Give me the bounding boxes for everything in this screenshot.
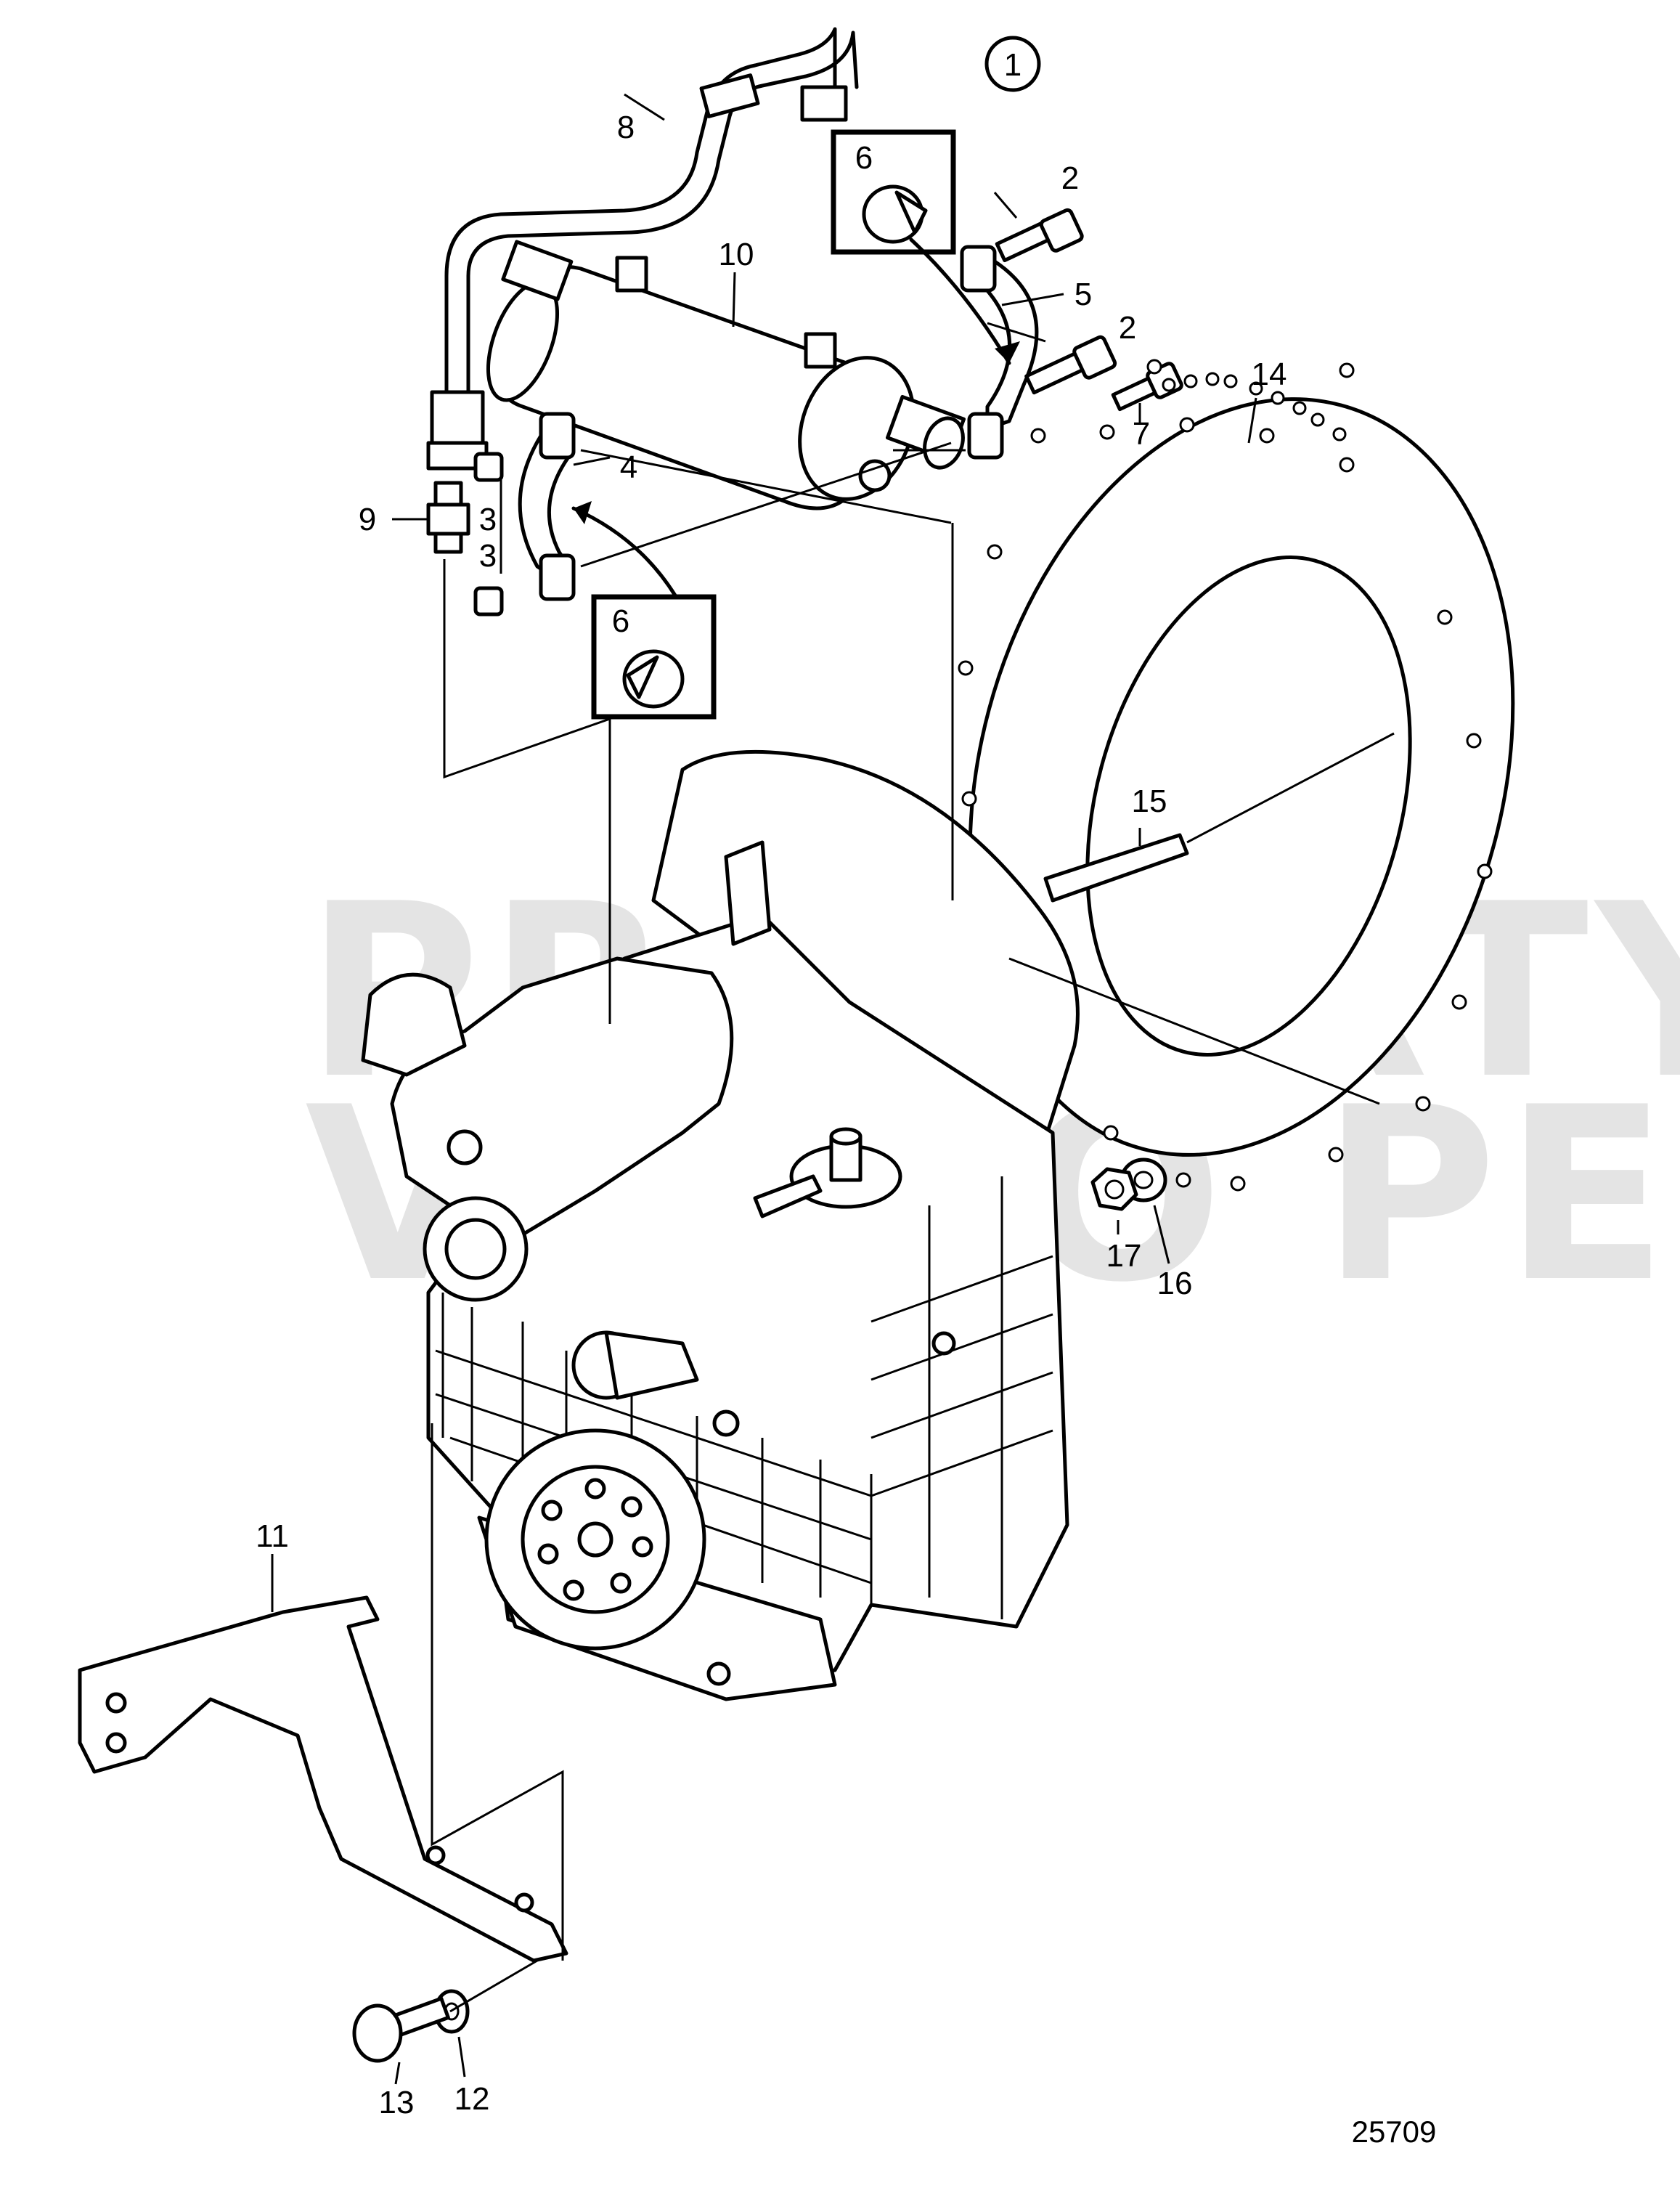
bolt-part-13 <box>352 1996 450 2063</box>
callout-3-lower: 3 <box>479 538 497 574</box>
stud-part-15 <box>1043 732 1395 903</box>
callout-14: 14 <box>1252 357 1287 392</box>
nut-part-17 <box>1090 1167 1138 1211</box>
callout-9: 9 <box>359 502 376 537</box>
oil-pipe-part-8 <box>426 27 859 471</box>
callout-8: 8 <box>617 110 635 145</box>
sealant-detail-box-lower <box>571 501 717 720</box>
view-number-badge: 1 <box>984 36 1041 92</box>
callout-16: 16 <box>1157 1266 1193 1301</box>
callout-6-upper: 6 <box>855 140 873 176</box>
reverse-gearbox-assembly <box>361 749 1080 1701</box>
clamp-part-5 <box>960 245 1039 460</box>
callout-3-upper: 3 <box>479 502 497 537</box>
nipple-part-9 <box>392 481 470 554</box>
callout-labels: 2 2 3 3 4 5 6 6 7 8 9 10 11 12 13 14 15 … <box>256 110 1286 2120</box>
callout-10: 10 <box>719 237 754 272</box>
callout-17: 17 <box>1106 1238 1142 1274</box>
leader-lines <box>271 93 1380 2085</box>
callout-7: 7 <box>1133 416 1150 452</box>
bracket-part-11 <box>78 1595 568 1963</box>
callout-11: 11 <box>256 1518 289 1554</box>
callout-13: 13 <box>379 2085 415 2120</box>
clamp-part-4 <box>518 412 576 601</box>
callout-4: 4 <box>620 449 637 485</box>
bolts-part-2 <box>995 208 1117 395</box>
drawing-number: 25709 <box>1352 2115 1437 2149</box>
callout-2-lower: 2 <box>1119 310 1136 346</box>
callout-6-lower: 6 <box>612 603 629 639</box>
callout-2-upper: 2 <box>1061 160 1079 196</box>
view-number: 1 <box>1004 47 1022 83</box>
drive-plate-part-14 <box>958 359 1515 1192</box>
sealant-detail-box-upper <box>831 129 1020 365</box>
nuts-part-3 <box>473 452 504 617</box>
callout-15: 15 <box>1132 784 1167 819</box>
callout-12: 12 <box>454 2081 490 2117</box>
callout-5: 5 <box>1075 277 1092 312</box>
